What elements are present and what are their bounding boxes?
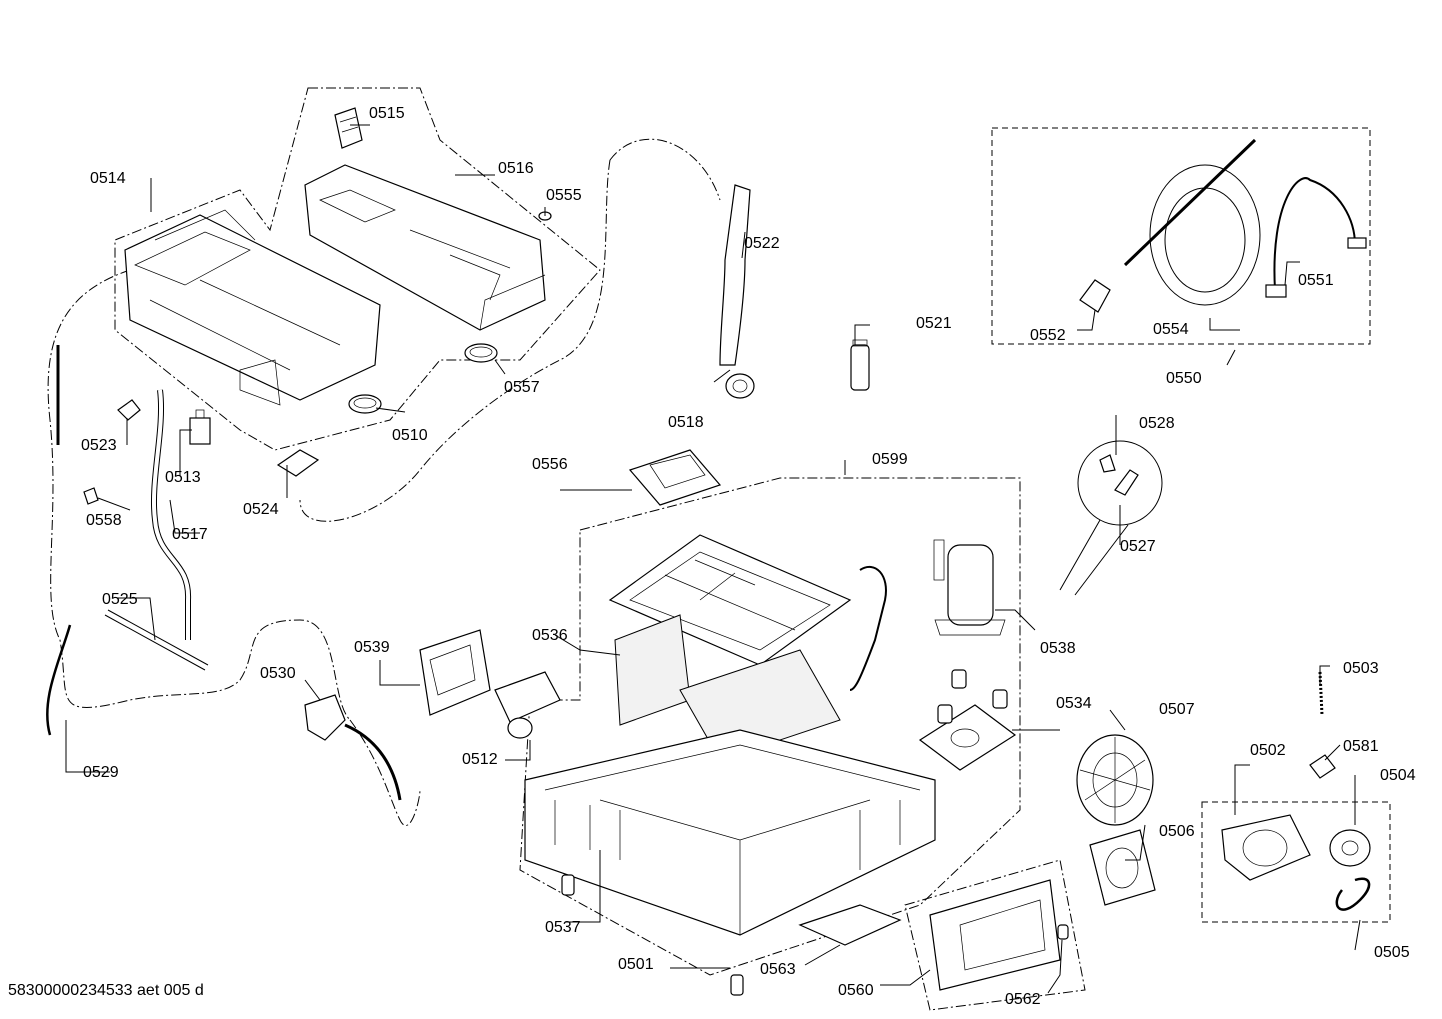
part-0538-art [933, 539, 1006, 636]
part-0556-art [628, 449, 722, 506]
label-0550: 0550 [1166, 370, 1202, 387]
part-0554-art [1123, 138, 1261, 306]
part-0529-art [46, 624, 72, 736]
label-0534: 0534 [1056, 695, 1092, 712]
part-0502-art [1221, 814, 1311, 881]
part-0503-art [1318, 671, 1324, 716]
label-0525: 0525 [102, 591, 138, 608]
part-0523-art [117, 399, 141, 421]
part-0514-art [124, 209, 381, 406]
label-0537: 0537 [545, 919, 581, 936]
label-0560: 0560 [838, 982, 874, 999]
label-0538: 0538 [1040, 640, 1076, 657]
label-0515: 0515 [369, 105, 405, 122]
label-0557: 0557 [504, 379, 540, 396]
part-0506-art [1089, 829, 1156, 906]
label-0554: 0554 [1153, 321, 1189, 338]
label-0562: 0562 [1005, 991, 1041, 1008]
part-0581-art [1309, 754, 1336, 779]
label-0505: 0505 [1374, 944, 1410, 961]
label-0555: 0555 [546, 187, 582, 204]
part-0599-art [524, 534, 936, 936]
label-0556: 0556 [532, 456, 568, 473]
parts-art [46, 107, 1371, 996]
part-0563-art [798, 904, 902, 946]
label-0522: 0522 [744, 235, 780, 252]
part-0513-art [189, 409, 211, 445]
label-0516: 0516 [498, 160, 534, 177]
part-0518-art [725, 373, 755, 399]
part-0539-art [419, 629, 491, 716]
label-0503: 0503 [1343, 660, 1379, 677]
label-0513: 0513 [165, 469, 201, 486]
label-0527: 0527 [1120, 538, 1156, 555]
label-0507: 0507 [1159, 701, 1195, 718]
part-0516-art [304, 164, 546, 331]
label-0502: 0502 [1250, 742, 1286, 759]
label-0518: 0518 [668, 414, 704, 431]
part-0507-art [1076, 734, 1154, 826]
group-outlines [47, 87, 1391, 1011]
part-labels: 0515 0516 0555 0514 0557 0510 0523 0513 … [81, 105, 1416, 1008]
part-0551-art [1265, 177, 1367, 298]
label-0530: 0530 [260, 665, 296, 682]
label-0504: 0504 [1380, 767, 1416, 784]
label-0523: 0523 [81, 437, 117, 454]
part-0515-art [334, 107, 363, 149]
part-0557-art [464, 343, 498, 363]
part-0558-art [83, 487, 99, 505]
label-0528: 0528 [1139, 415, 1175, 432]
label-0521: 0521 [916, 315, 952, 332]
label-0551: 0551 [1298, 272, 1334, 289]
label-0539: 0539 [354, 639, 390, 656]
part-0525-art [104, 609, 209, 671]
label-0512: 0512 [462, 751, 498, 768]
label-0529: 0529 [83, 764, 119, 781]
label-0599: 0599 [872, 451, 908, 468]
part-0562-art [1057, 924, 1069, 940]
label-0524: 0524 [243, 501, 279, 518]
label-0501: 0501 [618, 956, 654, 973]
part-0552-art [1079, 279, 1111, 313]
part-0512-art [494, 671, 561, 739]
label-0563: 0563 [760, 961, 796, 978]
part-0537-art [561, 874, 575, 896]
label-0558: 0558 [86, 512, 122, 529]
part-0522-art [719, 184, 751, 366]
part-0530-art [304, 694, 402, 801]
label-0514: 0514 [90, 170, 126, 187]
label-0506: 0506 [1159, 823, 1195, 840]
part-0510-art [348, 394, 382, 414]
label-0552: 0552 [1030, 327, 1066, 344]
part-0521-art [850, 339, 870, 391]
part-0505-art [1335, 877, 1371, 911]
part-0501-art [730, 974, 744, 996]
label-0536: 0536 [532, 627, 568, 644]
label-0517: 0517 [172, 526, 208, 543]
part-0504-art [1329, 829, 1371, 867]
leader-lines [65, 124, 1361, 994]
label-0510: 0510 [392, 427, 428, 444]
part-0524-art [276, 449, 320, 477]
part-0527-art [1099, 454, 1139, 496]
part-0560-art [929, 879, 1061, 991]
label-0581: 0581 [1343, 738, 1379, 755]
drawing-number: 58300000234533 aet 005 d [8, 982, 204, 999]
part-0534-art [918, 669, 1017, 771]
